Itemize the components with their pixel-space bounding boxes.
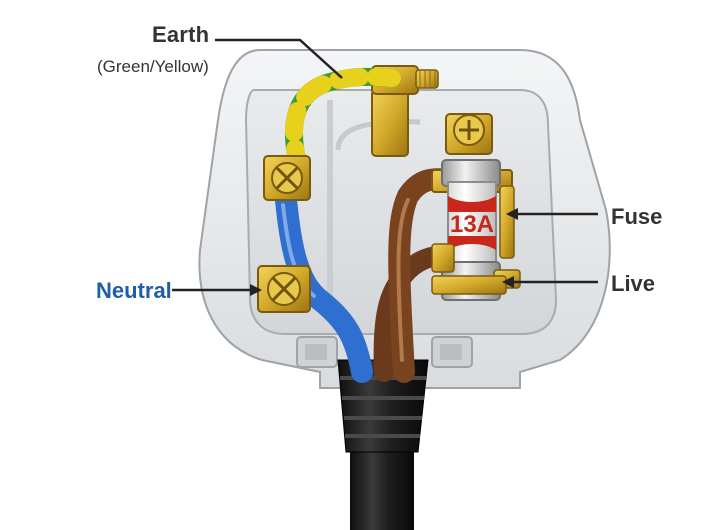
fuse-arrowhead <box>506 208 518 220</box>
earth-colour-label: (Green/Yellow) <box>97 57 209 76</box>
live-wire <box>373 168 459 383</box>
earth-label: Earth <box>152 22 210 47</box>
earth-terminal <box>263 155 311 201</box>
fuse-rating-label: 13A <box>450 211 494 238</box>
fuse-cartridge <box>441 159 501 301</box>
live-terminal <box>431 185 521 295</box>
earth-leader-line <box>215 38 343 79</box>
live-label: Live <box>611 271 656 296</box>
neutral-label: Neutral <box>96 278 172 303</box>
leader-arrowheads <box>250 208 518 296</box>
earth-wire <box>285 67 401 179</box>
mains-cable <box>337 359 429 530</box>
neutral-arrowhead <box>250 284 262 296</box>
neutral-terminal <box>257 265 311 313</box>
fuse-label: Fuse <box>611 204 663 229</box>
live-arrowhead <box>502 276 514 288</box>
leader-lines <box>172 38 598 292</box>
